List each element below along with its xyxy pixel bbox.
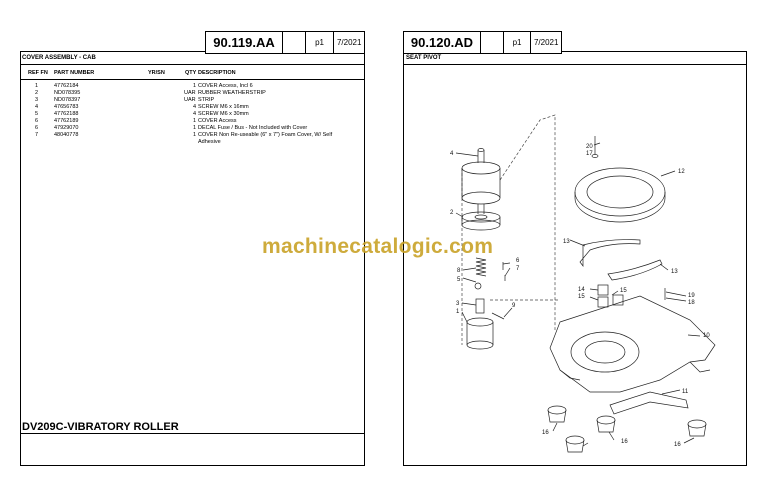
right-page-number: p1 <box>504 32 532 53</box>
row-ref: 7 <box>35 132 39 138</box>
row-desc: SCREW M6 x 16mm <box>198 104 249 110</box>
row-ref: 4 <box>35 104 39 110</box>
row-part: 47762189 <box>54 118 79 124</box>
left-page-code: 90.119.AA <box>206 32 284 53</box>
watermark: machinecatalogic.com <box>262 235 494 258</box>
row-qty: 1 <box>193 132 197 138</box>
right-page-date: 7/2021 <box>533 38 559 47</box>
left-page-blank-cell <box>283 32 306 53</box>
row-part: 47929070 <box>54 125 79 131</box>
row-desc: COVER Non Re-useable (6" x 7") Foam Cove… <box>198 132 333 138</box>
row-part: ND078395 <box>54 90 81 96</box>
left-page <box>20 51 365 466</box>
row-qty: 4 <box>193 111 197 117</box>
right-title-divider <box>403 64 747 65</box>
row-desc: DECAL Fuse / Bus - Not Included with Cov… <box>198 125 308 131</box>
row-part: 47762184 <box>54 83 79 89</box>
row-desc-continued: Adhesive <box>198 139 221 145</box>
right-page-header: 90.120.AD p1 7/2021 <box>403 31 562 54</box>
model-title: DV209C-VIBRATORY ROLLER <box>22 421 179 433</box>
right-page-code: 90.120.AD <box>404 32 482 53</box>
row-ref: 6 <box>35 125 39 131</box>
row-desc: STRIP <box>198 97 215 103</box>
left-section-title: COVER ASSEMBLY - CAB <box>22 55 96 61</box>
row-qty: UAR <box>184 90 196 96</box>
col-header-yrsn: YR/SN <box>148 70 165 76</box>
row-part: 48040778 <box>54 132 79 138</box>
right-section-title: SEAT PIVOT <box>406 55 442 61</box>
row-qty: 4 <box>193 104 197 110</box>
row-ref: 3 <box>35 97 39 103</box>
left-header-divider <box>20 79 365 80</box>
row-part: 47762188 <box>54 111 79 117</box>
row-qty: UAR <box>184 97 196 103</box>
row-part: ND078397 <box>54 97 81 103</box>
row-qty: 1 <box>193 125 197 131</box>
row-desc: SCREW M6 x 30mm <box>198 111 249 117</box>
row-qty: 1 <box>193 83 197 89</box>
col-header-part: PART NUMBER <box>54 70 95 76</box>
row-desc: COVER Access, Incl 6 <box>198 83 253 89</box>
row-ref: 1 <box>35 83 39 89</box>
left-page-number: p1 <box>306 32 335 53</box>
row-ref: 6 <box>35 118 39 124</box>
left-model-divider <box>20 433 365 434</box>
row-qty: 1 <box>193 118 197 124</box>
left-page-header: 90.119.AA p1 7/2021 <box>205 31 365 54</box>
left-title-divider <box>20 64 365 65</box>
row-part: 47656783 <box>54 104 79 110</box>
row-ref: 2 <box>35 90 39 96</box>
left-page-date: 7/2021 <box>336 38 362 47</box>
right-page-blank-cell <box>481 32 504 53</box>
col-header-qty: QTY <box>185 70 197 76</box>
row-desc: COVER Access <box>198 118 237 124</box>
col-header-ref: REF FN <box>28 70 48 76</box>
row-desc: RUBBER WEATHERSTRIP <box>198 90 266 96</box>
row-ref: 5 <box>35 111 39 117</box>
col-header-desc: DESCRIPTION <box>198 70 236 76</box>
